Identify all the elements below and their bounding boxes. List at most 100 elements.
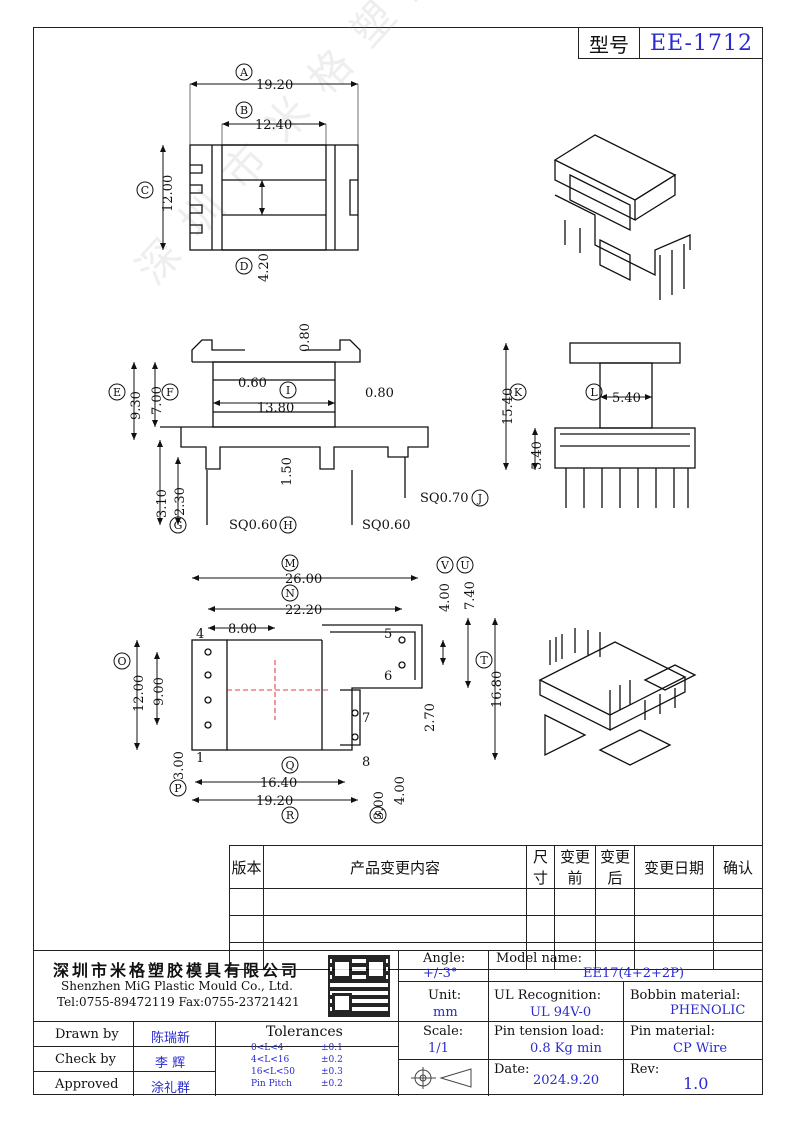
rev-value: 1.0 [683, 1074, 709, 1093]
company-phone: Tel:0755-89472119 Fax:0755-23721421 [57, 995, 300, 1009]
dim-side-l: 3.10 [155, 489, 170, 518]
circle-label-text: V [440, 559, 450, 572]
date-label: Date: [494, 1062, 530, 1077]
circle-label-b [235, 101, 253, 119]
bobbin-value: PHENOLIC [670, 1003, 746, 1018]
side-view [160, 339, 429, 525]
circle-label-text: A [239, 66, 249, 79]
rev-row [229, 888, 763, 916]
circle-label-h [279, 516, 297, 534]
circle-label-text: L [590, 386, 598, 399]
tol-range: Pin Pitch [251, 1079, 292, 1089]
pin-label-6: 6 [384, 669, 392, 684]
pin-tension-value: 0.8 Kg min [530, 1041, 602, 1056]
pin-label-5: 5 [384, 627, 392, 642]
rev-label: Rev: [630, 1062, 660, 1077]
dim-side-p: SQ0.70 [420, 491, 469, 506]
rev-col-after: 变更后 [595, 845, 635, 889]
circle-label-text: T [480, 654, 488, 667]
circle-label-f [161, 383, 179, 401]
circle-label-r [281, 806, 299, 824]
tol-value: ±0.2 [321, 1079, 343, 1089]
bottom-view-dims: 26.00 22.20 8.00 4.00 7.40 12.00 9.00 2.… [132, 572, 505, 820]
dim-side-j: 7.00 [150, 386, 165, 415]
angle-value: +/-3° [423, 966, 458, 981]
bottom-view [191, 624, 423, 751]
technical-drawing: 19.20 12.40 12.00 4.20 0.80 0.60 0.80 13… [108, 63, 697, 824]
model-value: EE-1712 [650, 30, 753, 56]
circle-label-c [136, 181, 154, 199]
rev-col-content: 产品变更内容 [263, 845, 527, 889]
dim-side-i: 9.30 [129, 391, 144, 420]
circle-label-text: N [285, 587, 295, 600]
circle-label-text: Q [285, 759, 294, 772]
circle-label-text: K [514, 386, 523, 399]
title-block: 深圳市米格塑胶模具有限公司 Shenzhen MiG Plastic Mould… [33, 950, 763, 1096]
circle-label-text: C [141, 184, 149, 197]
pin-label-1: 1 [196, 751, 204, 766]
dim-end-c: 5.40 [530, 441, 545, 470]
circle-label-a [235, 63, 253, 81]
circle-label-text: G [174, 519, 183, 532]
company-name-en: Shenzhen MiG Plastic Mould Co., Ltd. [61, 979, 293, 993]
dim-side-o: SQ0.60 [362, 518, 411, 533]
rev-col-confirm: 确认 [713, 845, 763, 889]
circle-label-j [471, 489, 489, 507]
circle-label-m [281, 554, 299, 572]
circle-label-s [369, 806, 387, 824]
dim-side-e: 0.80 [298, 323, 313, 352]
circle-label-o [113, 652, 131, 670]
circle-label-p [169, 779, 187, 797]
model-name-label: Model name: [496, 951, 582, 966]
tol-value: ±0.3 [321, 1067, 343, 1077]
company-name-cn: 深圳市米格塑胶模具有限公司 [53, 961, 301, 980]
approved-label: Approved [55, 1077, 119, 1092]
pin-tension-label: Pin tension load: [494, 1024, 605, 1039]
model-label: 型号 [579, 28, 640, 58]
tolerances-values: ±0.1 ±0.2 ±0.3 ±0.2 [321, 1042, 343, 1090]
top-view-dims: 19.20 12.40 12.00 4.20 [160, 78, 359, 282]
model-name-value: EE17(4+2+2P) [583, 966, 685, 981]
dim-bot-b: 22.20 [285, 603, 322, 618]
circle-label-text: U [460, 559, 469, 572]
dim-bot-l: 19.20 [256, 794, 293, 809]
dim-bot-j: 3.00 [172, 751, 187, 780]
circle-label-text: B [240, 104, 248, 117]
bobbin-label: Bobbin material: [630, 988, 741, 1003]
scale-value: 1/1 [428, 1041, 449, 1056]
tolerances-ranges: 0<L<4 4<L<16 16<L<50 Pin Pitch [251, 1042, 295, 1090]
rev-col-size: 尺寸 [526, 845, 555, 889]
angle-label: Angle: [423, 951, 466, 966]
circle-label-text: D [240, 260, 249, 273]
dim-side-g: 0.80 [365, 386, 394, 401]
pin-material-value: CP Wire [673, 1041, 728, 1056]
dim-side-f: 0.60 [238, 376, 267, 391]
pin-label-8: 8 [362, 755, 370, 770]
ul-label: UL Recognition: [494, 988, 602, 1003]
side-view-dims: 0.80 0.60 0.80 13.80 9.30 7.00 1.50 3.10… [129, 323, 469, 533]
dim-bot-i: 16.80 [490, 671, 505, 708]
check-by-label: Check by [55, 1052, 116, 1067]
dim-bot-c: 8.00 [228, 622, 257, 637]
circle-label-t [475, 651, 493, 669]
circle-label-q [281, 756, 299, 774]
circle-label-n [281, 584, 299, 602]
circle-label-text: S [374, 809, 382, 822]
dim-side-n: SQ0.60 [229, 518, 278, 533]
approved-value: 涂礼群 [151, 1081, 191, 1096]
circle-label-i [279, 381, 297, 399]
dim-bot-d: 4.00 [438, 583, 453, 612]
tol-value: ±0.1 [321, 1043, 343, 1053]
circle-label-u [456, 556, 474, 574]
circle-label-e [108, 383, 126, 401]
date-value: 2024.9.20 [533, 1073, 600, 1088]
unit-label: Unit: [428, 988, 462, 1003]
iso-view-bottom [538, 628, 697, 766]
circle-label-l [585, 383, 603, 401]
projection-symbol-icon [411, 1065, 476, 1091]
dim-bot-e: 7.40 [463, 581, 478, 610]
circle-label-text: R [286, 809, 295, 822]
unit-value: mm [433, 1005, 458, 1020]
circle-label-v [436, 556, 454, 574]
pin-label-4: 4 [196, 627, 204, 642]
